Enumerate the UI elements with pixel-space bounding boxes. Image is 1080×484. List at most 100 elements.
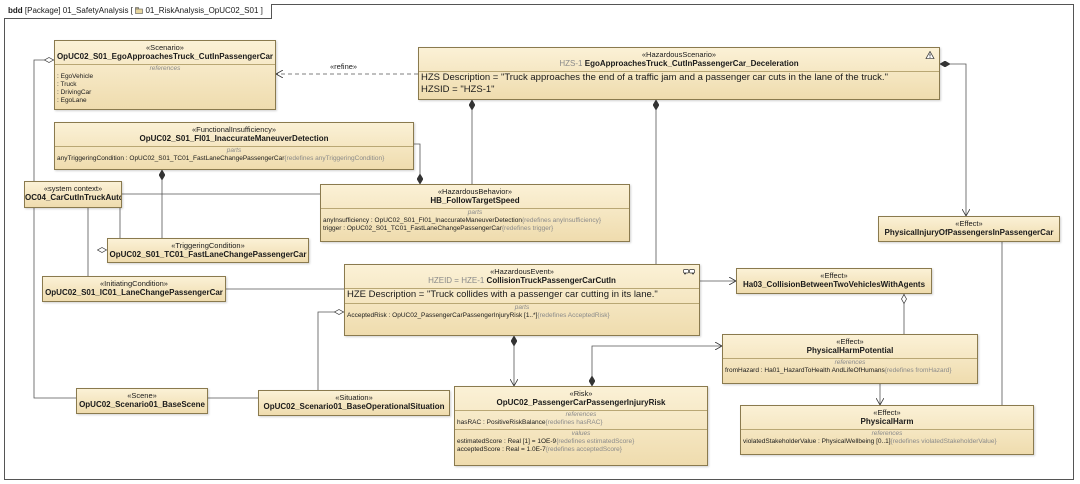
diagram-frame-tab: bdd [Package] 01_SafetyAnalysis [ 01_Ris…: [4, 4, 272, 19]
reference-tag: {redefines hasRAC}: [545, 419, 603, 426]
hazard-warning-icon: [925, 51, 935, 59]
value-line: acceptedScore : Real = 1.0E-7{redefines …: [455, 446, 707, 454]
part-line: AcceptedRisk : OpUC02_PassengerCarPassen…: [345, 312, 699, 320]
part-line: anyTriggeringCondition : OpUC02_S01_TC01…: [55, 155, 413, 163]
block-stereotype: «system context»: [43, 184, 103, 193]
block-system-context[interactable]: «system context» OC04_CarCutInTruckAutob…: [24, 181, 122, 208]
block-name-text: EgoApproachesTruck_CutInPassengerCar_Dec…: [584, 59, 799, 68]
part-tag: {redefines trigger}: [501, 225, 554, 232]
section-label: references: [741, 429, 1033, 438]
part-line: anyInsufficiency : OpUC02_S01_FI01_Inacc…: [321, 217, 629, 225]
block-name: PhysicalHarmPotential: [806, 346, 894, 355]
block-name: PhysicalHarm: [860, 417, 914, 426]
block-hazardous-event[interactable]: «HazardousEvent» HZEID = HZE-1 Collision…: [344, 264, 700, 336]
reference-text: hasRAC : PositiveRiskBalance: [457, 419, 546, 426]
part-text: trigger : OpUC02_S01_TC01_FastLaneChange…: [323, 225, 502, 232]
block-hazardous-behavior[interactable]: «HazardousBehavior» HB_FollowTargetSpeed…: [320, 184, 630, 242]
part-text: AcceptedRisk : OpUC02_PassengerCarPassen…: [347, 312, 538, 319]
block-stereotype: «Scene»: [127, 391, 157, 400]
block-stereotype: «Effect»: [820, 271, 848, 280]
block-physical-harm[interactable]: «Effect» PhysicalHarm references violate…: [740, 405, 1034, 455]
reference-item: : EgoVehicle: [57, 73, 94, 80]
link-effpass-physharm: [966, 242, 1003, 420]
reference-line: violatedStakeholderValue : PhysicalWellb…: [741, 438, 1033, 446]
frame-path: [Package] 01_SafetyAnalysis [: [24, 6, 133, 15]
block-name: OpUC02_S01_EgoApproachesTruck_CutInPasse…: [56, 52, 274, 61]
block-name-text: CollisionTruckPassengerCarCutIn: [486, 276, 616, 285]
reference-item: : DrivingCar: [57, 89, 92, 96]
block-stereotype: «Effect»: [873, 408, 901, 417]
block-effect-passengers[interactable]: «Effect» PhysicalInjuryOfPassengersInPas…: [878, 216, 1060, 242]
block-stereotype: «HazardousEvent»: [490, 267, 554, 276]
hze-description: HZE Description = "Truck collides with a…: [347, 289, 658, 300]
reference-tag: {redefines violatedStakeholderValue}: [890, 438, 997, 445]
reference-text: violatedStakeholderValue : PhysicalWellb…: [743, 438, 891, 445]
block-hazardous-scenario[interactable]: «HazardousScenario» HZS-1 EgoApproachesT…: [418, 47, 940, 100]
block-stereotype: «Effect»: [955, 219, 983, 228]
block-functional-insufficiency[interactable]: «FunctionalInsufficiency» OpUC02_S01_FI0…: [54, 122, 414, 170]
block-stereotype: «InitiatingCondition»: [100, 279, 168, 288]
reference-item: : Truck: [57, 81, 77, 88]
section-label: values: [455, 429, 707, 438]
package-icon: [135, 7, 144, 14]
block-name: OpUC02_S01_IC01_LaneChangePassengerCar: [45, 288, 223, 297]
value-tag: {redefines acceptedScore}: [545, 446, 622, 453]
block-name: HB_FollowTargetSpeed: [430, 196, 520, 205]
block-effect-ha03[interactable]: «Effect» Ha03_CollisionBetweenTwoVehicle…: [736, 268, 932, 294]
reference-text: fromHazard : Ha01_HazardToHealth AndLife…: [725, 367, 885, 374]
part-tag: {redefines anyInsufficiency}: [521, 217, 601, 224]
reference-tag: {redefines fromHazard}: [884, 367, 952, 374]
block-name: OpUC02_PassengerCarPassengerInjuryRisk: [496, 398, 666, 407]
composition-hazbeh-funcins: [414, 143, 420, 184]
block-scenario[interactable]: «Scenario» OpUC02_S01_EgoApproachesTruck…: [54, 40, 276, 110]
block-stereotype: «TriggeringCondition»: [171, 241, 245, 250]
frame-diagram-name: 01_RiskAnalysis_OpUC02_S01 ]: [145, 6, 263, 15]
section-label: references: [723, 358, 977, 367]
block-stereotype: «Effect»: [836, 337, 864, 346]
block-stereotype: «FunctionalInsufficiency»: [191, 125, 277, 134]
block-scene[interactable]: «Scene» OpUC02_Scenario01_BaseScene: [76, 388, 208, 414]
block-stereotype: «Scenario»: [146, 43, 184, 52]
section-label: parts: [345, 303, 699, 312]
link-hazevent-situation: [317, 312, 344, 390]
value-text: estimatedScore : Real [1] = 1OE-9: [457, 438, 557, 445]
value-tag: {redefines estimatedScore}: [556, 438, 635, 445]
part-line: trigger : OpUC02_S01_TC01_FastLaneChange…: [321, 225, 629, 233]
block-physical-harm-potential[interactable]: «Effect» PhysicalHarmPotential reference…: [722, 334, 978, 384]
value-text: acceptedScore : Real = 1.0E-7: [457, 446, 546, 453]
block-risk[interactable]: «Risk» OpUC02_PassengerCarPassengerInjur…: [454, 386, 708, 466]
block-id: HZEID = HZE-1: [428, 276, 485, 285]
link-syscontext-scene: [33, 208, 76, 398]
section-label: references: [55, 64, 275, 73]
hzs-id: HZSID = "HZS-1": [421, 84, 495, 95]
block-situation[interactable]: «Situation» OpUC02_Scenario01_BaseOperat…: [258, 390, 450, 416]
block-name: Ha03_CollisionBetweenTwoVehiclesWithAgen…: [742, 280, 926, 289]
block-name: OC04_CarCutInTruckAutobahn: [25, 193, 121, 202]
reference-line: hasRAC : PositiveRiskBalance{redefines h…: [455, 419, 707, 427]
block-initiating-condition[interactable]: «InitiatingCondition» OpUC02_S01_IC01_La…: [42, 276, 226, 302]
block-stereotype: «HazardousScenario»: [641, 50, 717, 59]
block-name: HZEID = HZE-1 CollisionTruckPassengerCar…: [345, 276, 699, 286]
reference-line: fromHazard : Ha01_HazardToHealth AndLife…: [723, 367, 977, 375]
part-text: anyTriggeringCondition : OpUC02_S01_TC01…: [57, 155, 285, 162]
part-text: anyInsufficiency : OpUC02_S01_FI01_Inacc…: [323, 217, 522, 224]
composition-risk-harmpot: [592, 346, 722, 386]
block-name: OpUC02_Scenario01_BaseOperationalSituati…: [263, 402, 445, 411]
section-label: parts: [55, 146, 413, 155]
link-scenario-syscontext: [33, 60, 54, 181]
section-label: parts: [321, 208, 629, 217]
block-stereotype: «HazardousBehavior»: [437, 187, 513, 196]
hzs-description: HZS Description = "Truck approaches the …: [421, 72, 888, 83]
section-label: references: [455, 410, 707, 419]
block-name: OpUC02_Scenario01_BaseScene: [79, 400, 205, 409]
block-name: HZS-1 EgoApproachesTruck_CutInPassengerC…: [419, 59, 939, 69]
block-triggering-condition[interactable]: «TriggeringCondition» OpUC02_S01_TC01_Fa…: [107, 238, 309, 263]
block-stereotype: «Situation»: [335, 393, 373, 402]
block-name: PhysicalInjuryOfPassengersInPassengerCar: [884, 228, 1054, 237]
block-id: HZS-1: [559, 59, 583, 68]
value-line: estimatedScore : Real [1] = 1OE-9{redefi…: [455, 438, 707, 446]
frame-kind: bdd: [8, 6, 23, 15]
part-tag: {redefines AcceptedRisk}: [537, 312, 610, 319]
refine-label: «refine»: [330, 62, 358, 71]
collision-cars-icon: [683, 269, 695, 275]
